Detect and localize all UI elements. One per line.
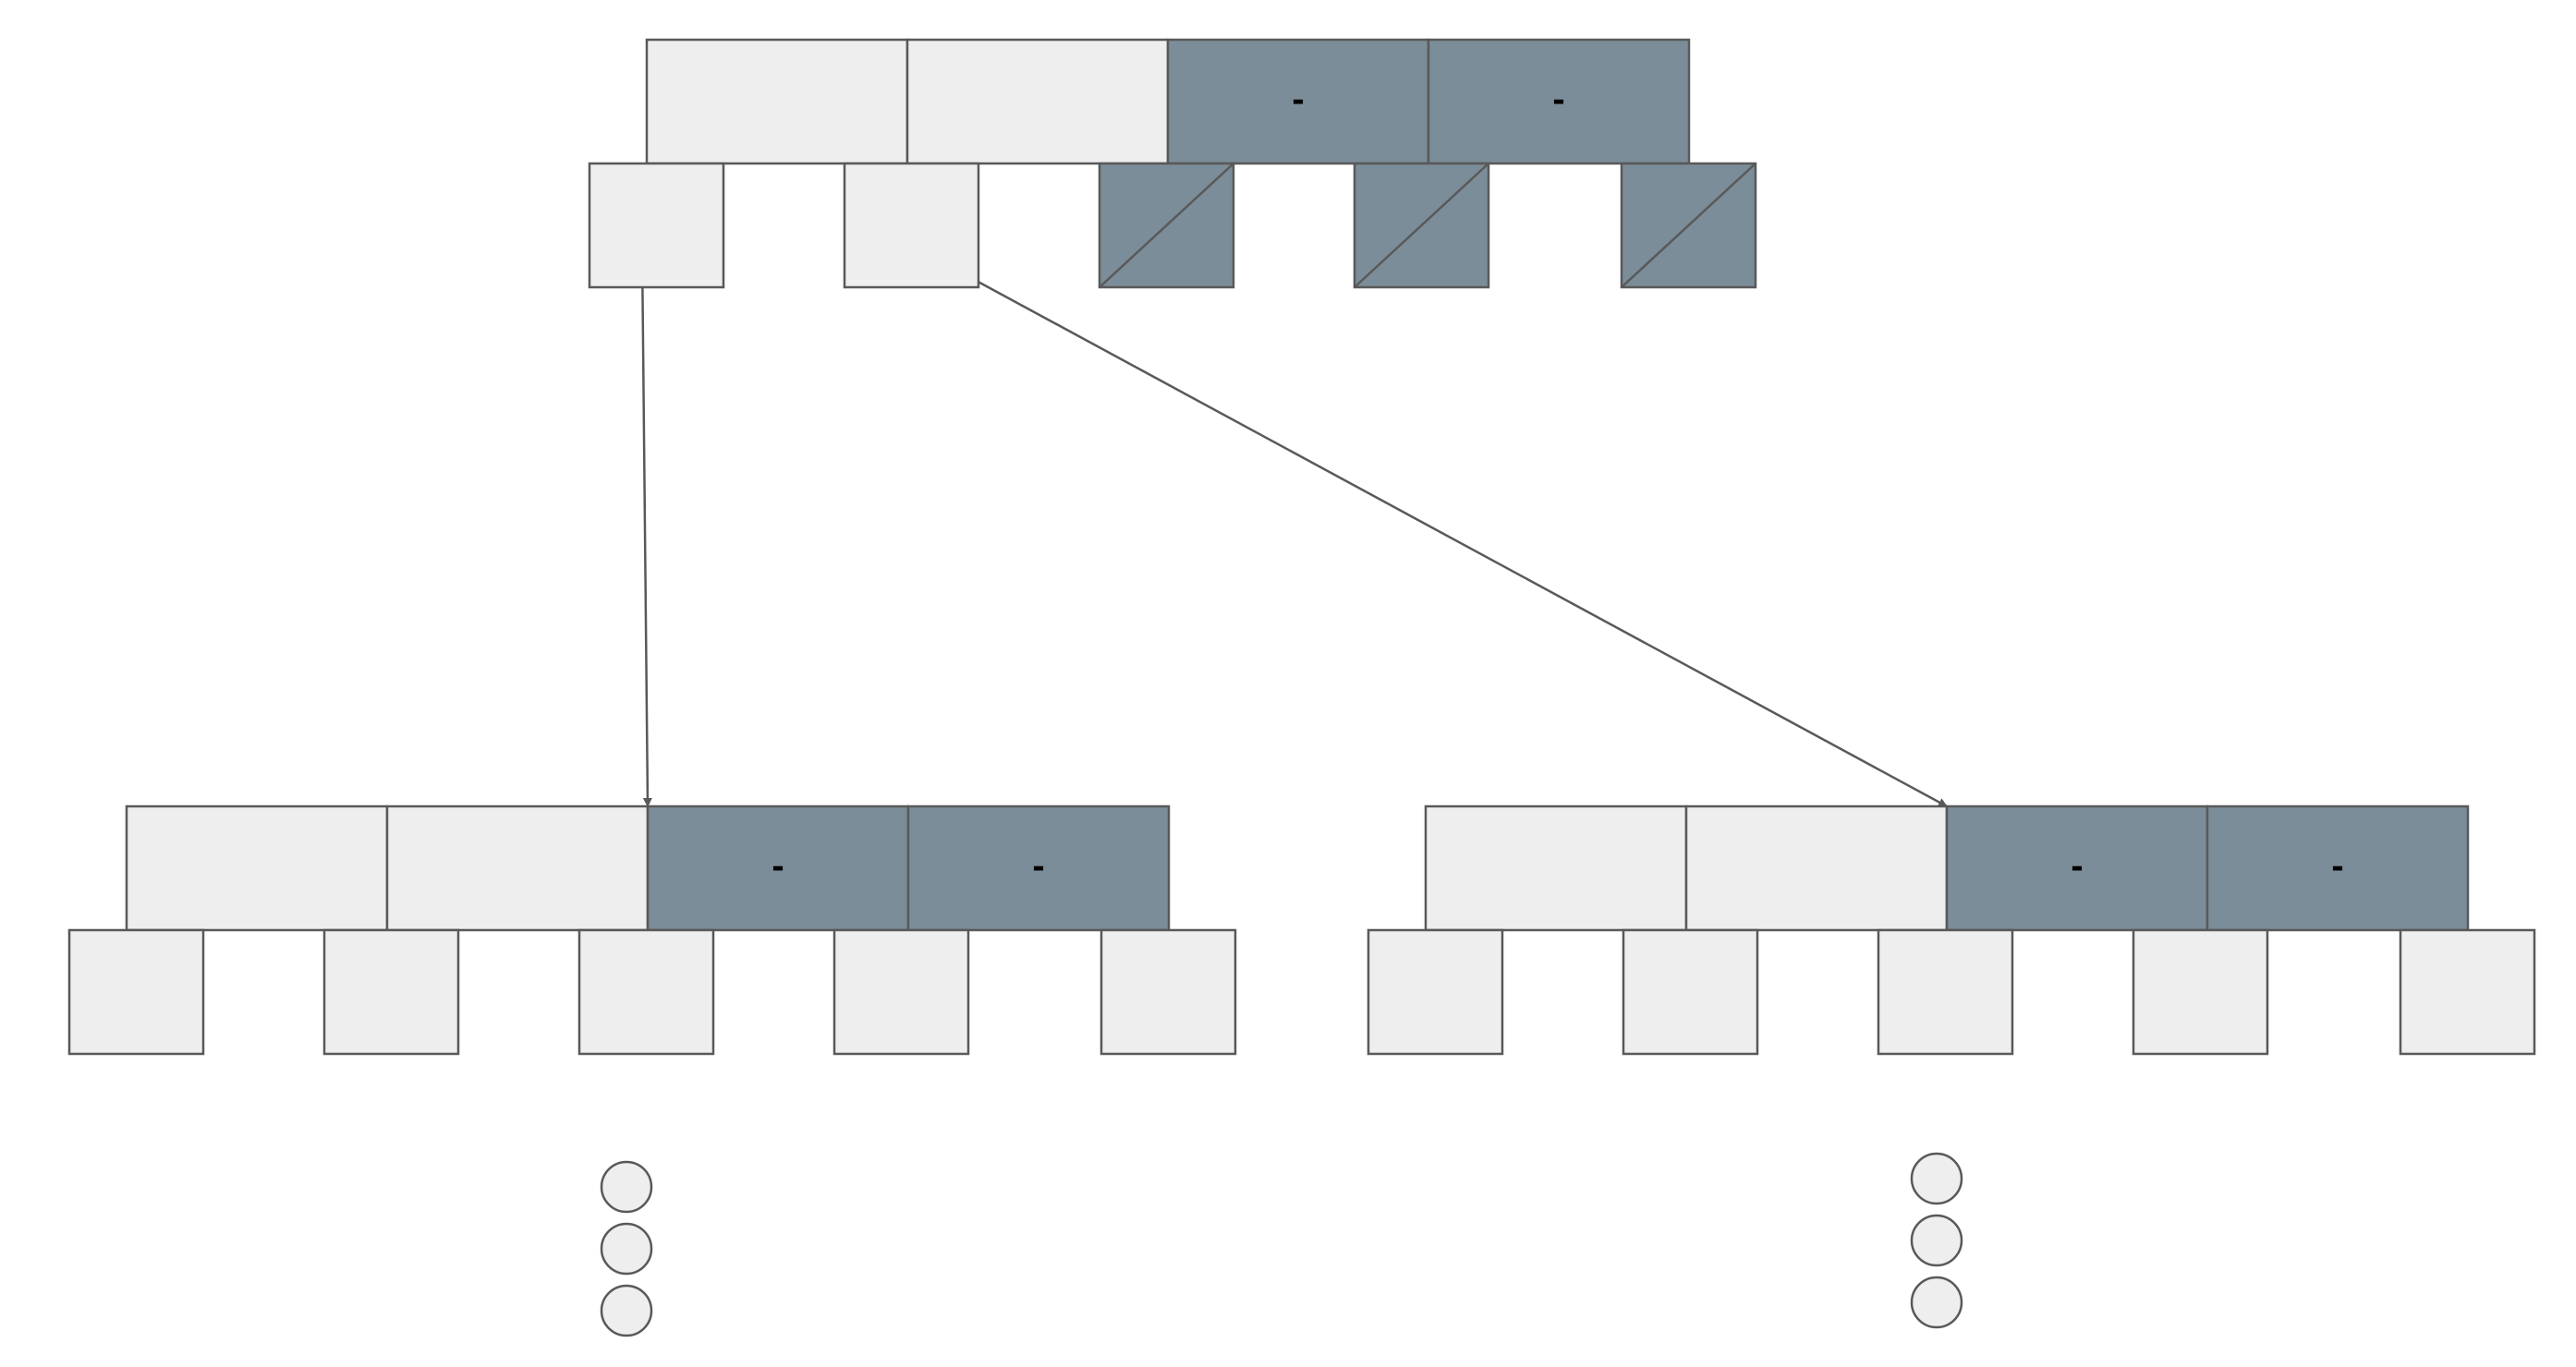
child-pointer-cell (843, 162, 980, 289)
nodes-layer: ------ (67, 38, 2536, 1056)
key-cell-used (646, 804, 910, 932)
key-label: - (2331, 846, 2343, 887)
key-cell-used (1166, 38, 1430, 165)
pointer-arrow (917, 248, 1948, 808)
key-cell-empty (125, 804, 389, 932)
child-pointer-empty (2132, 928, 2269, 1056)
child-pointer-empty (1622, 928, 1759, 1056)
pointer-arrow (640, 248, 652, 807)
key-label: - (1292, 79, 1304, 120)
key-cell-empty (1424, 804, 1688, 932)
child-pointer-empty (1100, 928, 1237, 1056)
key-cell-used (2205, 804, 2470, 932)
continuation-dot (600, 1160, 653, 1214)
child-pointer-empty (1877, 928, 2014, 1056)
left-child-node: -- (67, 804, 1237, 1056)
key-label: - (2071, 846, 2083, 887)
key-cell-used (1427, 38, 1691, 165)
child-pointer-cell (588, 162, 725, 289)
child-pointer-empty (832, 928, 970, 1056)
child-pointer-empty (1367, 928, 1504, 1056)
continuation-dot (600, 1222, 653, 1276)
root-node: -- (588, 38, 1757, 289)
markers-layer (600, 1152, 1963, 1337)
key-label: - (772, 846, 784, 887)
edges-layer (640, 248, 1948, 808)
continuation-dot (1910, 1276, 1963, 1329)
key-cell-empty (1684, 804, 1949, 932)
key-cell-empty (385, 804, 650, 932)
child-pointer-empty (2399, 928, 2536, 1056)
continuation-dot (1910, 1152, 1963, 1205)
child-pointer-empty (577, 928, 715, 1056)
key-cell-used (1945, 804, 2209, 932)
child-pointer-empty (67, 928, 205, 1056)
key-cell-used (906, 804, 1171, 932)
key-cell-empty (905, 38, 1170, 165)
null-slash (1099, 163, 1234, 288)
key-label: - (1032, 846, 1044, 887)
continuation-dot (600, 1284, 653, 1337)
child-pointer-empty (322, 928, 460, 1056)
right-child-node: -- (1367, 804, 2536, 1056)
key-cell-empty (645, 38, 909, 165)
key-label: - (1552, 79, 1564, 120)
null-slash (1354, 163, 1489, 288)
continuation-dot (1910, 1214, 1963, 1267)
null-slash (1621, 163, 1756, 288)
